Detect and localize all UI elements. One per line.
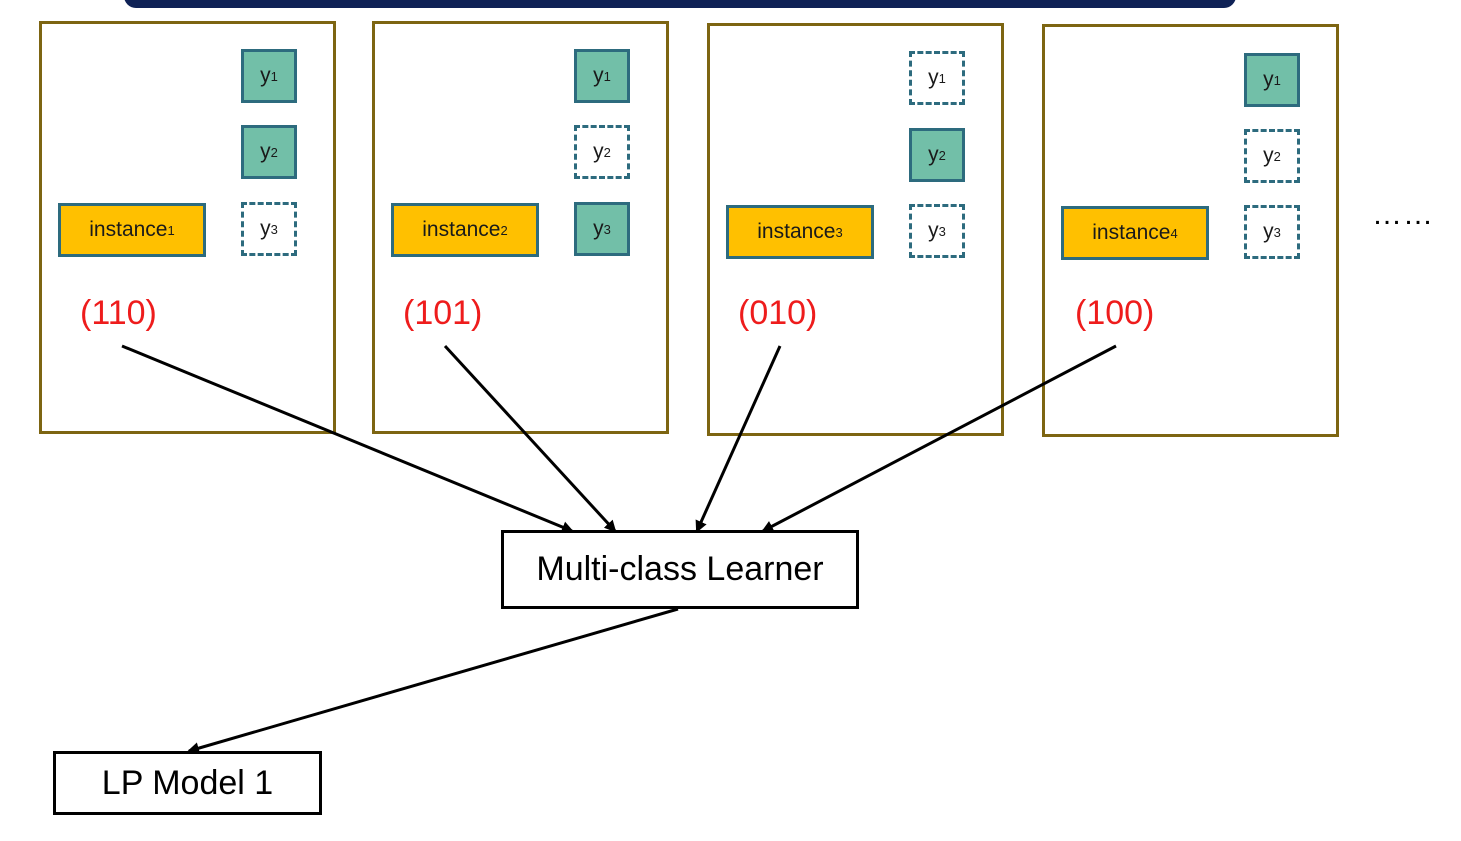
label-code-3: (010)	[738, 294, 818, 332]
label-code-2: (101)	[403, 294, 483, 332]
arrow-panel3-to-learner	[695, 345, 782, 533]
header-bar	[124, 0, 1236, 8]
arrow-panel4-to-learner	[761, 344, 1117, 533]
arrow-panel1-to-learner	[121, 344, 574, 533]
label-code-1: (110)	[80, 294, 157, 332]
multiclass-learner-box: Multi-class Learner	[501, 530, 859, 609]
arrow-panel2-to-learner	[443, 344, 617, 533]
label-code-4: (100)	[1075, 294, 1155, 332]
continuation-ellipsis: ……	[1372, 198, 1434, 231]
arrow-learner-to-model	[187, 607, 679, 754]
lp-model-box: LP Model 1	[53, 751, 322, 815]
